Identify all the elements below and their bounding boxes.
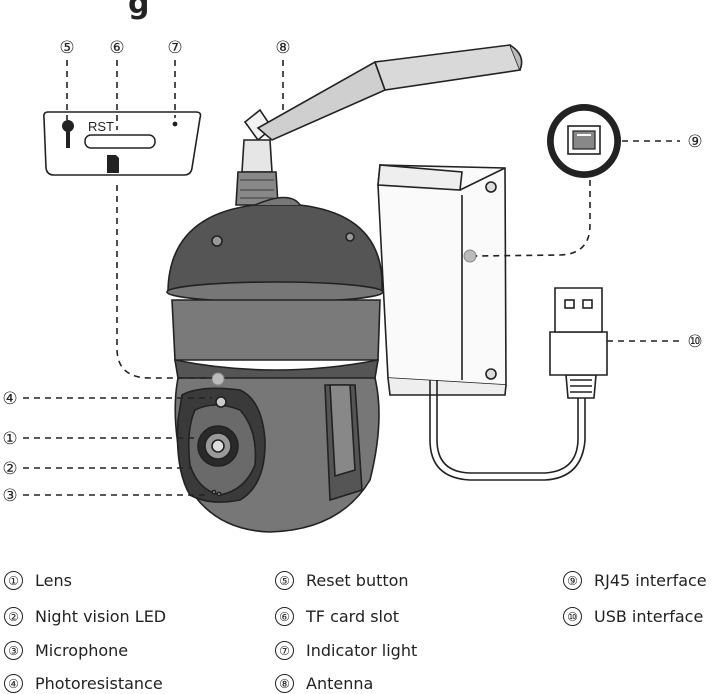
photoresistance-marker [211, 372, 225, 386]
sd-card-icon [107, 155, 119, 173]
indicator-light-icon [172, 121, 178, 127]
camera-diagram: RST ⑤ ⑥ ⑦ ⑧ ④ ① ② ③ ⑨ ⑩ [2, 38, 703, 533]
rst-label: RST [88, 119, 114, 134]
reset-hole-icon [62, 120, 74, 132]
rj45-marker [463, 249, 477, 263]
callout-7: ⑦ [167, 38, 182, 58]
usb-cable [429, 287, 608, 481]
callout-8: ⑧ [275, 38, 290, 58]
callout-10: ⑩ [687, 332, 702, 352]
antenna [235, 44, 523, 206]
callout-5: ⑤ [59, 38, 74, 58]
callout-1: ① [2, 429, 17, 449]
leader-lines [23, 60, 680, 496]
tf-slot-icon [84, 134, 156, 149]
slot-panel: RST [43, 111, 202, 176]
wall-bracket [377, 164, 507, 396]
page-title-fragment: g [128, 0, 150, 21]
callout-4: ④ [2, 389, 17, 409]
callout-2: ② [2, 459, 17, 479]
callout-9: ⑨ [687, 132, 702, 152]
camera-dome [166, 196, 384, 533]
rj45-badge [547, 104, 621, 178]
callout-6: ⑥ [109, 38, 124, 58]
callout-3: ③ [2, 486, 17, 506]
